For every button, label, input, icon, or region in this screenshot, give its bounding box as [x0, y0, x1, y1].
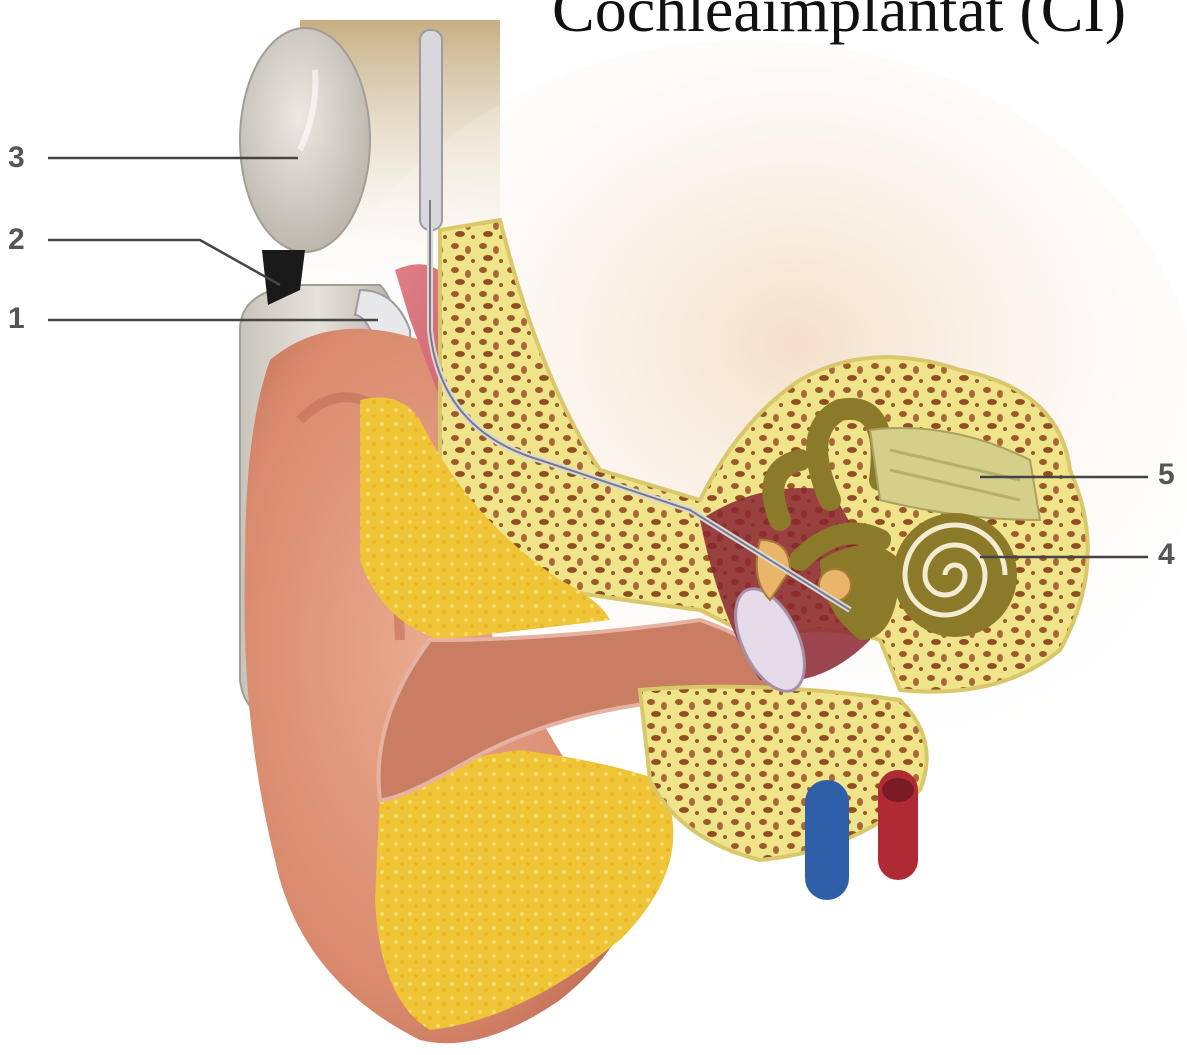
label-2: 2 [8, 225, 25, 255]
label-5: 5 [1158, 460, 1175, 490]
label-1: 1 [8, 304, 25, 334]
label-3: 3 [8, 143, 25, 173]
diagram-title: Cochleaimplantat (CI) [552, 0, 1126, 42]
label-4: 4 [1158, 540, 1175, 570]
